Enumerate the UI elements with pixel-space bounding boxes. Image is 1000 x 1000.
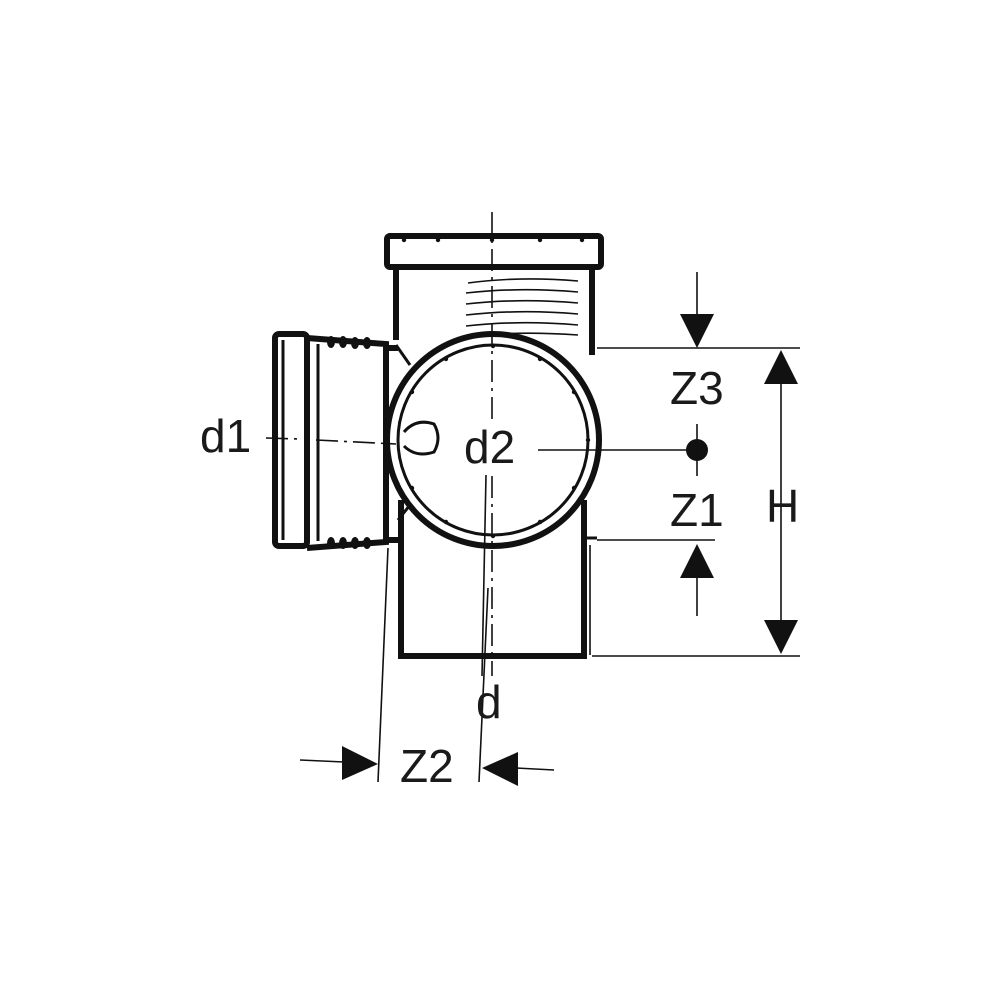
- z1-arrow: [680, 544, 714, 578]
- label-d1: d1: [200, 410, 251, 462]
- front-outer-ring: [384, 331, 602, 549]
- z3-arrow: [680, 314, 714, 348]
- label-z1: Z1: [670, 484, 724, 536]
- side-socket-collar: [272, 331, 310, 549]
- label-d2: d2: [464, 421, 515, 473]
- label-d: d: [476, 676, 502, 728]
- h-arrow-top: [764, 350, 798, 384]
- label-z3: Z3: [670, 362, 724, 414]
- dimension-labels: d1 d2 d Z3 Z1 H Z2: [200, 362, 799, 792]
- label-z2: Z2: [400, 740, 454, 792]
- h-arrow-bottom: [764, 620, 798, 654]
- z2-arrow-right: [482, 752, 518, 786]
- label-h: H: [766, 480, 799, 532]
- top-socket-collar: [384, 233, 604, 270]
- socket-ribs: [465, 278, 579, 337]
- z2-arrow-left: [342, 746, 378, 780]
- lower-spigot: [398, 500, 587, 659]
- side-ribs: [327, 336, 371, 549]
- center-lines: [265, 212, 698, 676]
- dimension-lines: [299, 272, 800, 786]
- inlet-eye: [402, 420, 440, 456]
- upper-socket-body: [393, 267, 595, 355]
- front-branch: [384, 331, 602, 549]
